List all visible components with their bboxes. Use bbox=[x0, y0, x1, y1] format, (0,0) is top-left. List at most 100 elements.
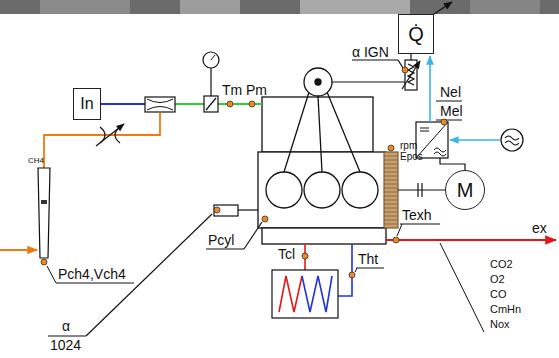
inverter bbox=[501, 129, 523, 151]
signal-name: Nel bbox=[440, 84, 461, 100]
cooling-circuit bbox=[355, 268, 357, 272]
gas-name: O2 bbox=[490, 273, 505, 286]
intake-line bbox=[210, 68, 211, 96]
intake-line bbox=[211, 55, 215, 60]
fuel-line bbox=[56, 283, 134, 284]
fuel-line bbox=[38, 168, 50, 258]
fuel-line bbox=[96, 124, 124, 146]
ignition-system bbox=[402, 61, 420, 89]
flywheel-drive bbox=[384, 156, 398, 224]
heat-meter-box: Q̇ bbox=[398, 14, 434, 54]
cooling-circuit bbox=[338, 244, 352, 296]
heat-output-arrow bbox=[434, 2, 452, 14]
sensor-dot bbox=[388, 145, 394, 151]
fuel-line bbox=[41, 200, 47, 204]
photo-strip bbox=[40, 0, 130, 14]
engine-block bbox=[258, 68, 386, 244]
sensor-dot bbox=[402, 67, 408, 73]
photo-strip bbox=[0, 0, 559, 14]
exhaust-line bbox=[440, 243, 484, 332]
engine-block bbox=[262, 97, 373, 152]
inverter bbox=[436, 101, 462, 102]
exhaust-line bbox=[386, 224, 556, 332]
fuel-line bbox=[47, 266, 56, 283]
engine-block bbox=[342, 172, 378, 208]
flow-name: ex bbox=[532, 220, 547, 236]
photo-strip bbox=[0, 0, 559, 14]
signal-name: Pm bbox=[246, 82, 267, 98]
inverter bbox=[505, 136, 519, 145]
photo-strip bbox=[470, 0, 540, 14]
encoder bbox=[206, 248, 244, 249]
engine-block bbox=[262, 228, 386, 244]
engine-block bbox=[284, 92, 309, 172]
exhaust-line bbox=[386, 239, 556, 241]
fuel-line bbox=[0, 113, 160, 283]
sensor-dot bbox=[349, 272, 355, 278]
signal-name: Tm bbox=[222, 82, 242, 98]
cooling-circuit bbox=[272, 244, 384, 318]
encoder bbox=[48, 205, 262, 336]
flywheel-drive bbox=[440, 158, 465, 170]
engine-block bbox=[327, 92, 360, 172]
encoder bbox=[238, 209, 258, 210]
intake-line bbox=[147, 99, 173, 110]
gas-name: CH4 bbox=[28, 156, 44, 165]
gas-name: Nox bbox=[490, 318, 510, 331]
flywheel-drive bbox=[384, 152, 398, 228]
exhaust-line bbox=[400, 224, 440, 225]
node-text: In bbox=[80, 95, 93, 113]
sensor-dot bbox=[227, 101, 233, 107]
sensor-dot bbox=[41, 259, 47, 265]
fuel-line bbox=[44, 113, 160, 168]
gas-name: CO2 bbox=[490, 258, 513, 271]
signal-name: Tht bbox=[358, 251, 378, 267]
encoder bbox=[214, 205, 238, 216]
inverter bbox=[420, 128, 429, 131]
inverter bbox=[434, 148, 446, 156]
inverter bbox=[429, 56, 431, 122]
engine-block bbox=[304, 68, 332, 96]
signal-name: Pcyl bbox=[208, 232, 234, 248]
engine-block bbox=[304, 172, 340, 208]
flywheel-drive bbox=[421, 183, 422, 197]
node-text: Q̇ bbox=[408, 23, 424, 45]
signal-name: α bbox=[62, 318, 70, 334]
intake-line bbox=[101, 103, 145, 105]
encoder bbox=[48, 335, 86, 336]
signal-name: Tcl bbox=[278, 246, 295, 262]
inverter bbox=[436, 120, 462, 121]
cooling-circuit bbox=[302, 276, 332, 312]
sensor-dot bbox=[41, 67, 447, 278]
engine-block bbox=[318, 96, 322, 172]
intake-line bbox=[203, 52, 219, 68]
encoder bbox=[244, 222, 262, 249]
gas-name: CmHn bbox=[490, 303, 521, 316]
intake-line bbox=[206, 98, 216, 110]
inverter bbox=[450, 139, 500, 141]
fuel-line bbox=[0, 249, 37, 251]
ignition-system bbox=[410, 54, 411, 60]
sensor-dot bbox=[441, 119, 447, 125]
sensor-dot bbox=[393, 237, 399, 243]
node-text: M bbox=[457, 179, 474, 201]
signal-name: α IGN bbox=[352, 44, 389, 60]
photo-strip bbox=[300, 0, 410, 14]
sensor-dot bbox=[302, 253, 308, 259]
signal-name: Texh bbox=[402, 207, 432, 223]
signal-name: Epos bbox=[400, 151, 423, 163]
sensor-dot bbox=[249, 101, 255, 107]
cooling-circuit bbox=[279, 276, 302, 312]
flywheel-drive bbox=[417, 183, 418, 197]
intake-line bbox=[145, 97, 175, 112]
intake-line bbox=[204, 96, 218, 112]
ignition-system bbox=[332, 81, 405, 82]
signal-name: Pch4,Vch4 bbox=[58, 266, 126, 282]
cooling-circuit bbox=[356, 268, 384, 269]
inverter bbox=[416, 56, 523, 158]
engine-block bbox=[315, 79, 321, 85]
signal-name: rpm bbox=[400, 140, 417, 152]
sensor-dot bbox=[214, 207, 220, 213]
photo-strip bbox=[180, 0, 240, 14]
motor-circle: M bbox=[445, 170, 485, 210]
